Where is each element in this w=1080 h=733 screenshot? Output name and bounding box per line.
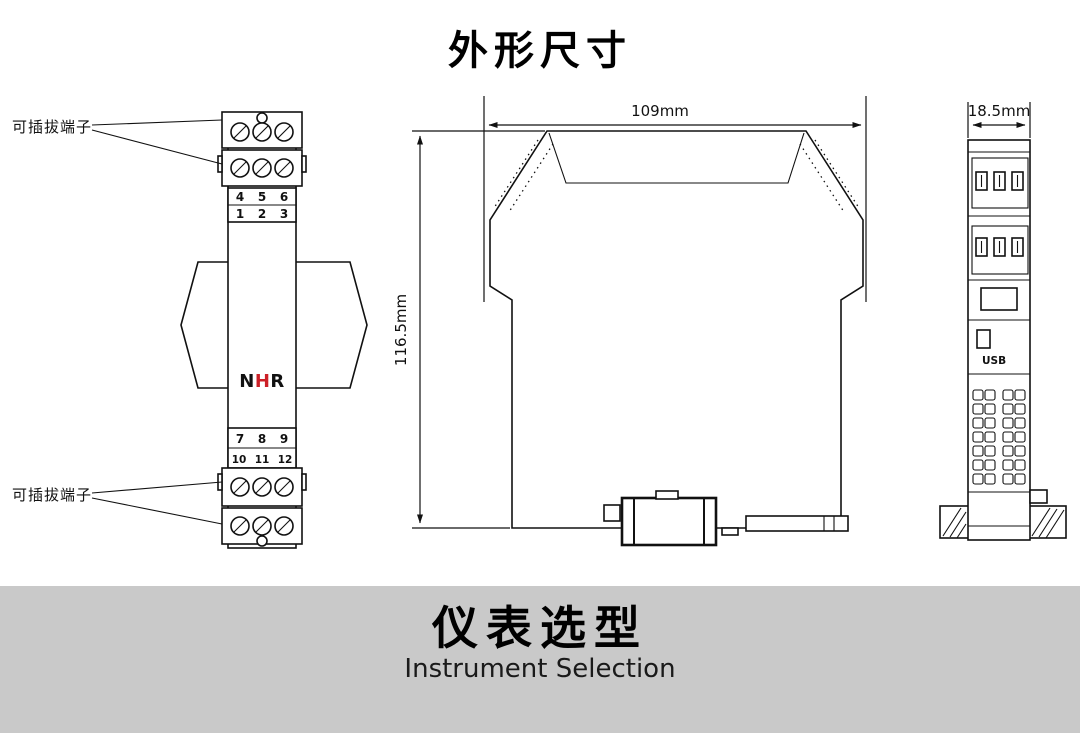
terminal-number: 10 xyxy=(232,454,247,466)
terminal-number: 7 xyxy=(236,432,244,446)
terminal-number: 4 xyxy=(236,190,244,204)
footer-subtitle: Instrument Selection xyxy=(404,653,676,684)
depth-dimension: 18.5mm xyxy=(967,102,1031,138)
terminal-number: 12 xyxy=(278,454,293,466)
terminal-block-top xyxy=(217,111,307,187)
end-body xyxy=(967,139,1031,541)
front-view: 4 5 6 1 2 3 NHR 7 8 9 10 11 12 xyxy=(12,111,368,549)
connector-window xyxy=(980,287,1018,311)
din-clip xyxy=(603,490,849,547)
usb-label: USB xyxy=(982,355,1006,367)
terminal-number: 8 xyxy=(258,432,266,446)
terminal-number: 6 xyxy=(280,190,288,204)
dim-height-label: 116.5mm xyxy=(392,294,410,366)
pluggable-terminal-callout-bottom: 可插拔端子 xyxy=(12,481,223,525)
mount-hole-bottom xyxy=(256,535,268,547)
logo-letter-r: R xyxy=(270,371,284,392)
terminal-numbers-bottom: 7 8 9 10 11 12 xyxy=(227,427,297,469)
terminal-numbers-top: 4 5 6 1 2 3 xyxy=(227,187,297,223)
footer-title: 仪表选型 xyxy=(432,601,648,655)
pluggable-terminal-label-top: 可插拔端子 xyxy=(12,118,92,136)
width-dimension: 109mm xyxy=(483,96,867,302)
clip-foot xyxy=(1029,489,1048,504)
hidden-edges xyxy=(493,139,860,213)
end-terminal-bank-bottom xyxy=(971,225,1029,275)
dim-depth-label: 18.5mm xyxy=(968,102,1031,120)
side-view: 109mm 116.5mm xyxy=(392,96,867,547)
terminal-number: 2 xyxy=(258,207,266,221)
terminal-number: 5 xyxy=(258,190,266,204)
end-terminal-bank-top xyxy=(971,157,1029,209)
dimension-drawing: 4 5 6 1 2 3 NHR 7 8 9 10 11 12 xyxy=(12,96,1067,549)
screw-terminal-icons-top xyxy=(230,122,294,178)
terminal-number: 11 xyxy=(255,454,270,466)
vent-slots xyxy=(972,389,1026,485)
screw-terminal-icons-bottom xyxy=(230,477,294,536)
pluggable-terminal-label-bottom: 可插拔端子 xyxy=(12,486,92,504)
mount-hole-top xyxy=(256,112,268,124)
pluggable-terminal-callout-top: 可插拔端子 xyxy=(12,118,223,165)
terminal-number: 3 xyxy=(280,207,288,221)
terminal-number: 9 xyxy=(280,432,288,446)
nhr-logo: NHR xyxy=(239,371,285,392)
usb-port: USB xyxy=(976,329,1006,367)
clip-latch xyxy=(745,515,849,532)
logo-letter-h: H xyxy=(255,371,271,392)
page-title: 外形尺寸 xyxy=(448,28,632,74)
terminal-number: 1 xyxy=(236,207,244,221)
terminal-block-bottom xyxy=(217,467,307,547)
dim-width-label: 109mm xyxy=(631,102,689,120)
top-face-line xyxy=(548,132,805,184)
logo-letter-n: N xyxy=(239,371,255,392)
side-profile-outline xyxy=(489,130,864,529)
footer-band: 仪表选型 Instrument Selection xyxy=(0,586,1080,733)
height-dimension: 116.5mm xyxy=(392,130,545,529)
end-view: USB 18.5mm xyxy=(939,102,1067,541)
